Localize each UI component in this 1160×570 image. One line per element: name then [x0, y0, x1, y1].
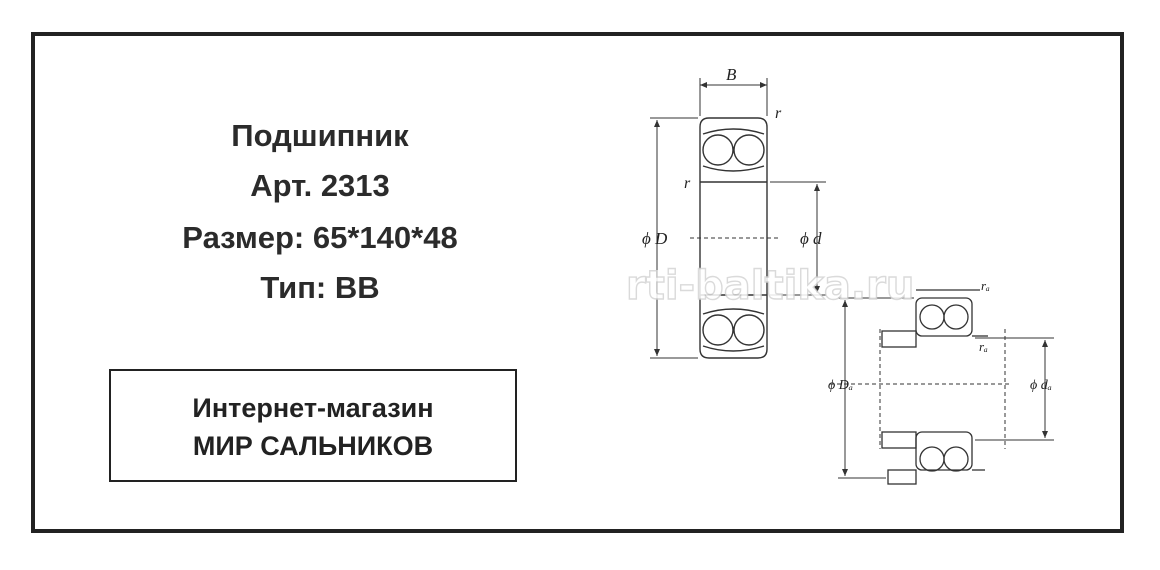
dim-ra-top-label: rₐ [981, 278, 990, 293]
dim-r-mid-label: r [684, 175, 691, 192]
watermark-text: rti-baltika.ru [626, 263, 914, 309]
dim-ra-mid-label: rₐ [979, 339, 988, 354]
product-type: Тип: BB [260, 270, 380, 305]
outer-frame [31, 32, 1124, 533]
product-size: Размер: 65*140*48 [182, 220, 458, 255]
shop-name: МИР САЛЬНИКОВ [192, 431, 434, 461]
main-arrowheads [654, 82, 820, 356]
shop-label: Интернет-магазин [192, 393, 434, 423]
main-dimension-lines [650, 78, 826, 359]
mounting-arrowheads [842, 300, 1048, 476]
product-article: Арт. 2313 [250, 168, 390, 203]
dim-B-label: B [726, 65, 737, 84]
product-title: Подшипник [231, 118, 409, 153]
dim-D-label: ϕ D [642, 229, 668, 248]
dim-r-top-label: r [775, 105, 782, 122]
mounting-dimension-lines [830, 297, 1054, 479]
mounting-drawing [881, 289, 988, 485]
dim-d-label: ϕ d [800, 229, 822, 248]
dim-da-label: ϕ dₐ [1030, 378, 1052, 393]
dim-Da-label: ϕ Dₐ [828, 378, 853, 393]
bearing-cross-section [699, 117, 768, 359]
shop-box: Интернет-магазин МИР САЛЬНИКОВ [109, 369, 517, 482]
